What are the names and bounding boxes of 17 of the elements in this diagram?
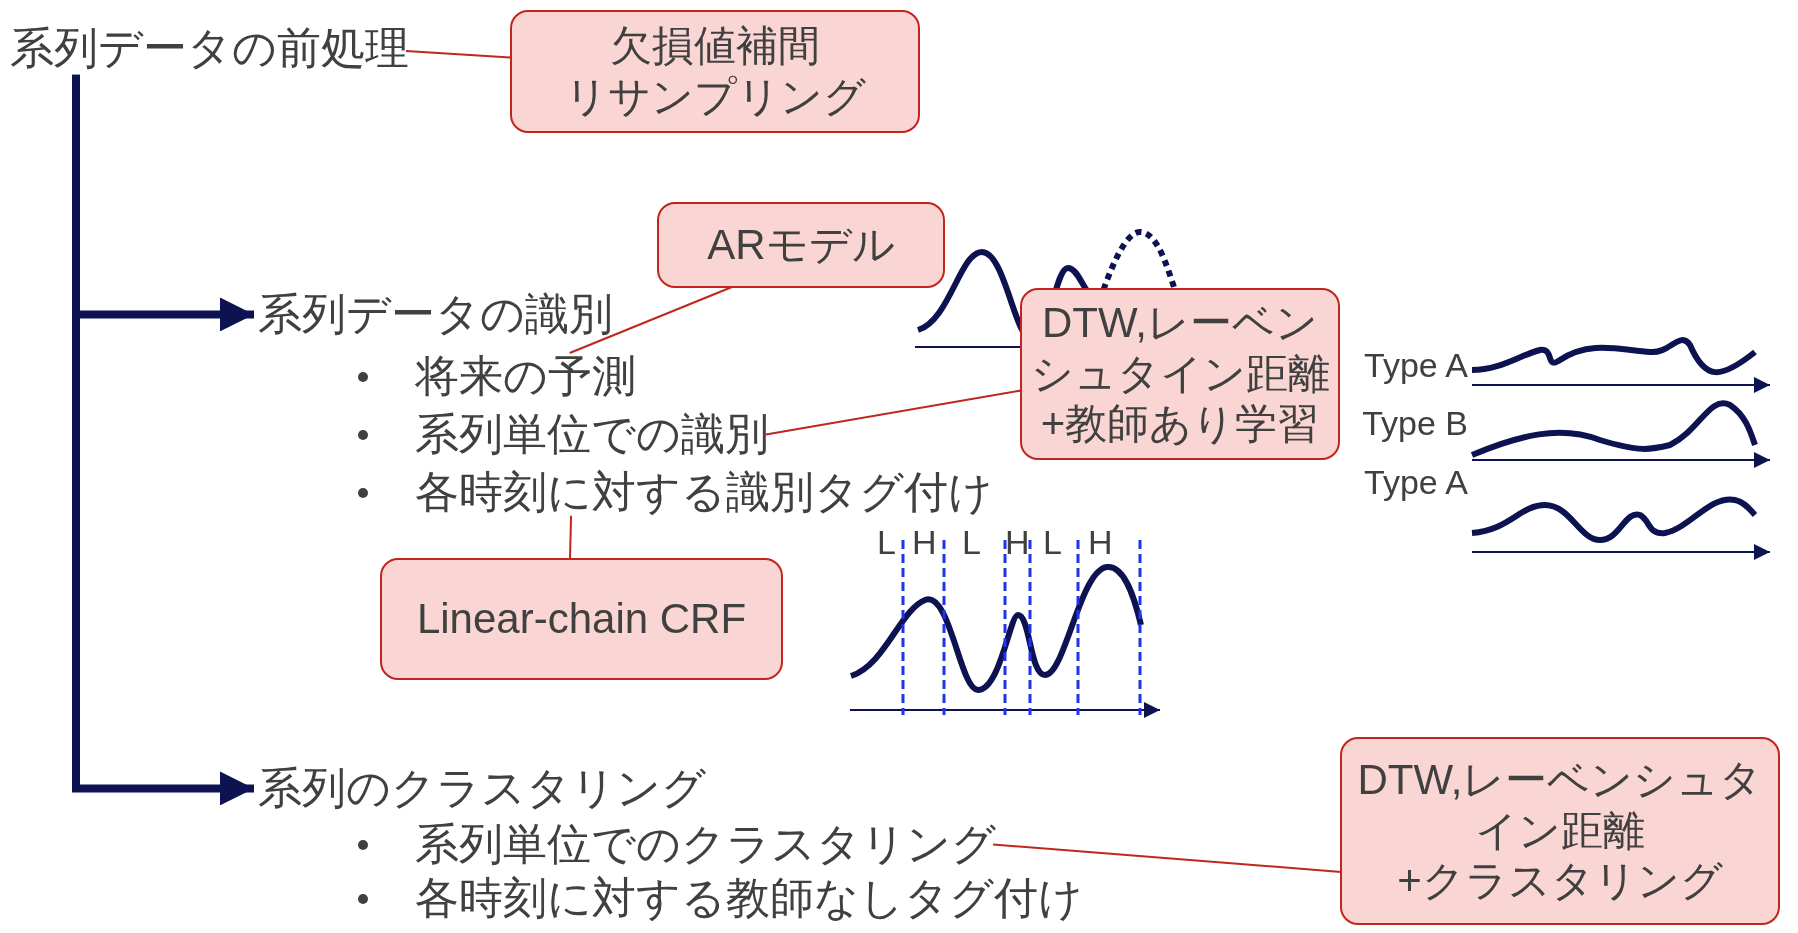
callout-text: 欠損値補間 bbox=[610, 21, 820, 72]
segment-label: L bbox=[962, 525, 981, 559]
series-label: Type A bbox=[1364, 348, 1468, 382]
segment-label: L bbox=[1043, 525, 1062, 559]
segment-label: L bbox=[877, 525, 896, 559]
segment-label: H bbox=[912, 525, 937, 559]
callout-text: ARモデル bbox=[707, 219, 895, 270]
segment-label: H bbox=[1088, 525, 1113, 559]
callout-text: DTW,レーベンシュタイン距離 bbox=[1029, 298, 1331, 399]
series-label: Type A bbox=[1364, 465, 1468, 499]
callout-text: DTW,レーベンシュタイン距離 bbox=[1356, 755, 1764, 856]
callout-text: +教師あり学習 bbox=[1040, 399, 1320, 450]
series-label: Type B bbox=[1362, 406, 1468, 440]
segment-label: H bbox=[1005, 525, 1030, 559]
callout-text: +クラスタリング bbox=[1397, 856, 1723, 907]
callout-text: Linear-chain CRF bbox=[416, 593, 747, 644]
callout-text: リサンプリング bbox=[564, 71, 866, 122]
